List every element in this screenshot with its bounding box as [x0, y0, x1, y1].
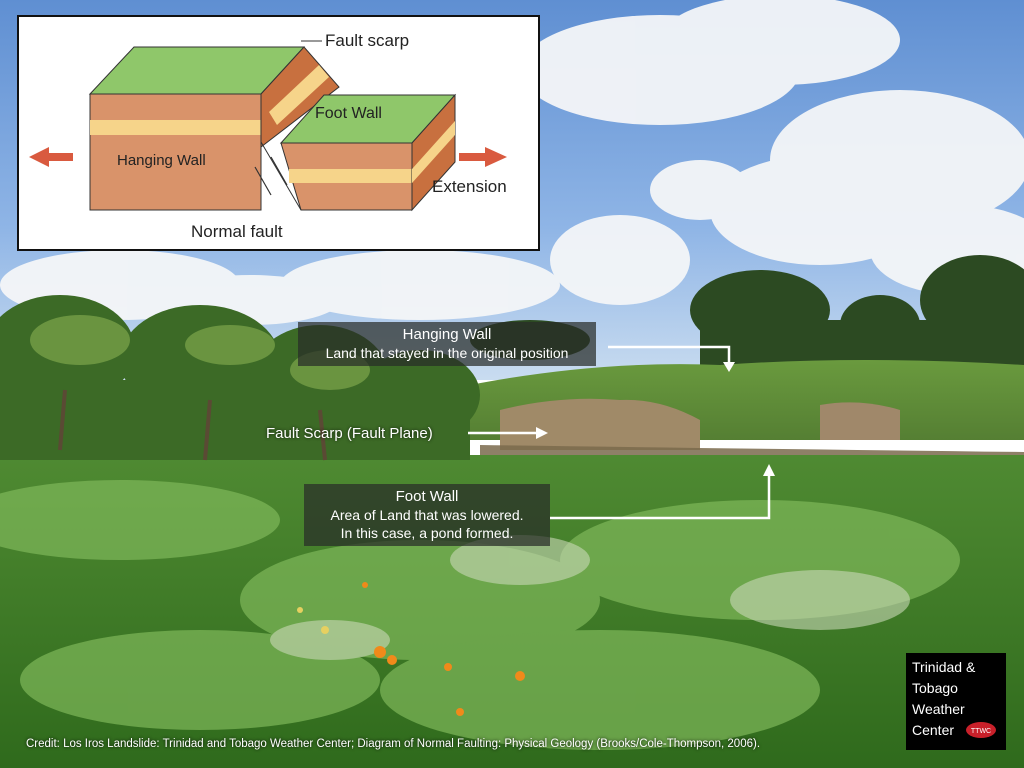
fault-scarp-label: Fault scarp: [325, 31, 410, 50]
foot-wall-line-1: Area of Land that was lowered.: [330, 507, 524, 523]
logo-line-2: Tobago: [912, 680, 958, 696]
extension-label: Extension: [432, 177, 507, 196]
ttwc-logo: Trinidad & Tobago Weather Center TTWC: [906, 653, 1006, 750]
hanging-wall-subtitle: Land that stayed in the original positio…: [325, 345, 569, 361]
diagram-caption: Normal fault: [191, 222, 283, 241]
foot-wall-annotation: Foot Wall Area of Land that was lowered.…: [304, 484, 550, 546]
fault-block-illustration: [29, 40, 507, 212]
hanging-wall-title: Hanging Wall: [402, 326, 492, 343]
logo-mark-text: TTWC: [971, 728, 991, 735]
fault-scarp-annotation: Fault Scarp (Fault Plane): [266, 425, 433, 442]
normal-fault-diagram: Fault scarp Foot Wall Hanging Wall Exten…: [17, 15, 540, 251]
hanging-wall-label: Hanging Wall: [117, 152, 206, 169]
logo-line-1: Trinidad &: [912, 659, 976, 675]
photo-credit: Credit: Los Iros Landslide: Trinidad and…: [26, 738, 761, 750]
foot-wall-line-2: In this case, a pond formed.: [340, 525, 514, 541]
logo-line-3: Weather: [912, 701, 965, 717]
hanging-wall-annotation: Hanging Wall Land that stayed in the ori…: [298, 322, 596, 366]
logo-line-4: Center: [912, 722, 955, 738]
foot-wall-title: Foot Wall: [395, 488, 459, 505]
foot-wall-label: Foot Wall: [315, 105, 382, 122]
storm-cloud-logo-icon: TTWC: [966, 722, 996, 738]
